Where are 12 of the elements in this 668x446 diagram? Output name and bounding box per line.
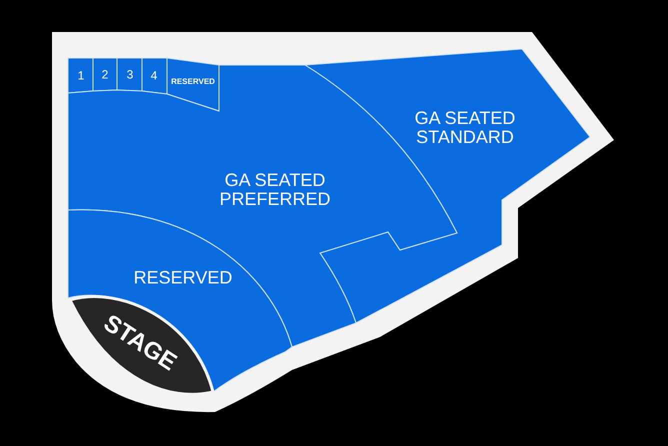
section-label: 4 — [150, 70, 158, 82]
section-label: 1 — [78, 70, 84, 82]
section-label: GA SEATED PREFERRED — [218, 171, 332, 209]
seating-section — [68, 58, 93, 93]
seating-section — [117, 58, 142, 91]
section-label: 2 — [102, 68, 108, 82]
section-label: RESERVED — [134, 268, 232, 288]
section-label: 3 — [126, 68, 134, 82]
section-label: RESERVED — [171, 78, 215, 86]
seating-section — [93, 58, 117, 91]
seating-section — [142, 58, 167, 94]
section-label: GA SEATED STANDARD — [414, 109, 516, 147]
